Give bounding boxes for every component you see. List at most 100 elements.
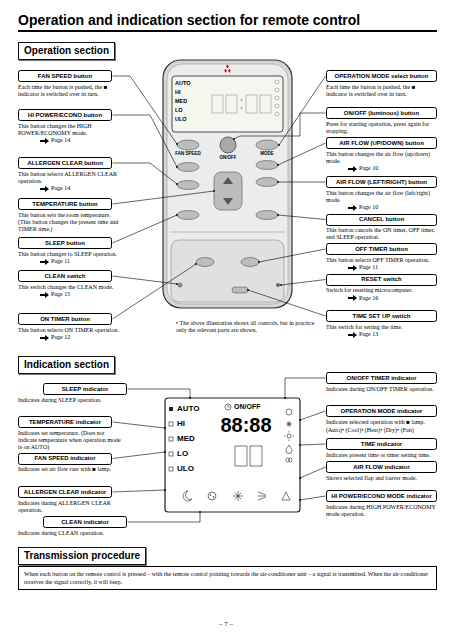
callout-box: OPERATION MODE select buttonEach time th… [326,70,437,98]
display-label: MED [175,98,187,104]
description-text: Each time the button is pushed, the ■ in… [326,84,437,98]
callout-box: AIR FLOW (LEFT/RIGHT) buttonThis button … [326,176,437,212]
page-reference-row: Page 14 [40,185,122,193]
description-text: Indicates set air flow rate with ■ lamp. [18,466,122,473]
callout-box: ALLERGEN CLEAR buttonThis button selects… [18,157,122,193]
description-text: This switch for setting the time. [326,324,437,331]
display-label: HI [177,419,185,429]
callout-box: HI POWER/ECONO MODE indicatorIndicates d… [326,490,437,518]
leader-line [113,490,166,492]
callout-box: FAN SPEED buttonEach time the button is … [18,70,122,98]
callout-box: CLEAN indicatorIndicates during CLEAN op… [18,516,127,537]
callout-heading: TIME SET UP switch [326,310,437,322]
description-text: This button selects ON TIMER operation. [18,327,122,334]
display-digits: 88:88 [208,414,284,437]
callout-heading: AIR FLOW indicator [326,461,437,473]
callout-box: SLEEP buttonThis button changes to SLEEP… [18,237,122,266]
section-heading: Indication section [18,354,115,374]
leader-line [113,76,178,144]
callout-heading: ALLERGEN CLEAR indicator [18,486,112,498]
page-reference: Page 14 [51,137,70,144]
leader-line [128,512,201,522]
section-heading: Transmission procedure [18,545,146,565]
button-label: MODE [252,151,282,156]
callout-box: ALLERGEN CLEAR indicatorIndicates during… [18,486,122,514]
description-text: This button selects ALLERGEN CLEAR opera… [18,171,122,185]
leader-dot [189,397,191,399]
page-reference-row: Page 14 [40,137,122,145]
section-heading: Operation section [18,40,115,60]
pointer-icon [40,292,49,298]
description-text: Each time the button is pushed, the ■ in… [18,84,122,98]
callout-heading: ON/OFF TIMER indicator [326,372,437,384]
pointer-icon [40,259,49,265]
leader-dot [176,143,178,145]
pointer-icon [348,295,357,301]
callout-heading: CLEAN switch [18,270,112,282]
callout-heading: OPERATION MODE select button [326,70,437,82]
leader-dot [176,166,178,168]
remote-control [163,60,292,308]
pointer-icon [348,205,357,211]
leader-line [259,249,326,262]
leader-dot [277,164,279,166]
pointer-icon [40,335,49,341]
callout-box: TIME SET UP switchThis switch for settin… [326,310,437,339]
callout-box: TEMPERATURE indicatorIndicates set tempe… [18,416,122,451]
page-reference-row: Page 10 [348,204,437,212]
pointer-icon [348,332,357,338]
leader-dot [164,489,166,491]
description-text: Indicates set temperature. (Does not ind… [18,430,122,451]
description-text: This button changes the HIGH POWER/ECONO… [18,123,122,137]
description-text: This button cancels the ON timer, OFF ti… [326,227,437,241]
leader-line [285,378,326,398]
callout-heading: AIR FLOW (UP/DOWN) button [326,137,437,149]
callout-box: OPERATION MODE indicatorIndicates select… [326,405,437,434]
page-reference-row: Page 12 [40,334,122,342]
leader-line [113,422,166,428]
callout-heading: TIME indicator [326,438,437,450]
description-text: This button changes the air flow (up/dow… [326,151,437,165]
display-label: MED [177,434,195,444]
page-reference: Page 12 [51,334,70,341]
description-text: This button changes the air flow (left/r… [326,190,437,204]
page-reference: Page 11 [359,264,378,271]
note-text: • The above illustration shows all contr… [176,320,316,334]
pointer-icon [40,138,49,144]
leader-dot [199,511,201,513]
leader-dot [299,477,301,479]
leader-line [128,389,191,398]
callout-box: RESET switchSwitch for resetting microco… [326,274,437,303]
callout-box: ON/OFF TIMER indicatorIndicates during O… [326,372,437,393]
leader-dot [299,499,301,501]
display-label: HI [175,89,181,95]
section-title: Transmission procedure [18,547,146,565]
callout-heading: FAN SPEED indicator [18,453,112,465]
page-reference: Page 11 [51,258,70,265]
callout-box: HI POWER/ECONO buttonThis button changes… [18,109,122,145]
section-title: Operation section [18,42,115,60]
callout-heading: ON TIMER button [18,313,112,325]
leader-dot [258,261,260,263]
page-reference-row: Page 13 [348,331,437,339]
callout-heading: CLEAN indicator [43,516,127,528]
description-text: Switch for resetting microcomputer. [326,287,437,294]
callout-box: AIR FLOW indicatorShows selected flap an… [326,461,437,482]
description-text: (Auto)• (Cool)• (Heat)• (Dry)• (Fan) [326,427,437,434]
page-reference: Page 16 [359,295,378,302]
section-title: Indication section [18,356,115,374]
callout-heading: TEMPERATURE button [18,198,112,210]
description-text: Indicates during ALLERGEN CLEAR operatio… [18,500,122,514]
leader-dot [277,214,279,216]
leader-line [113,264,197,319]
leader-dot [213,190,215,192]
leader-line [300,444,326,445]
pointer-icon [348,265,357,271]
leader-line [278,182,326,183]
callout-heading: SLEEP button [18,237,112,249]
display-label: ULO [177,464,194,474]
callout-heading: FAN SPEED button [18,70,112,82]
callout-heading: HI POWER/ECONO button [18,109,112,121]
page-reference-row: Page 11 [40,258,122,266]
